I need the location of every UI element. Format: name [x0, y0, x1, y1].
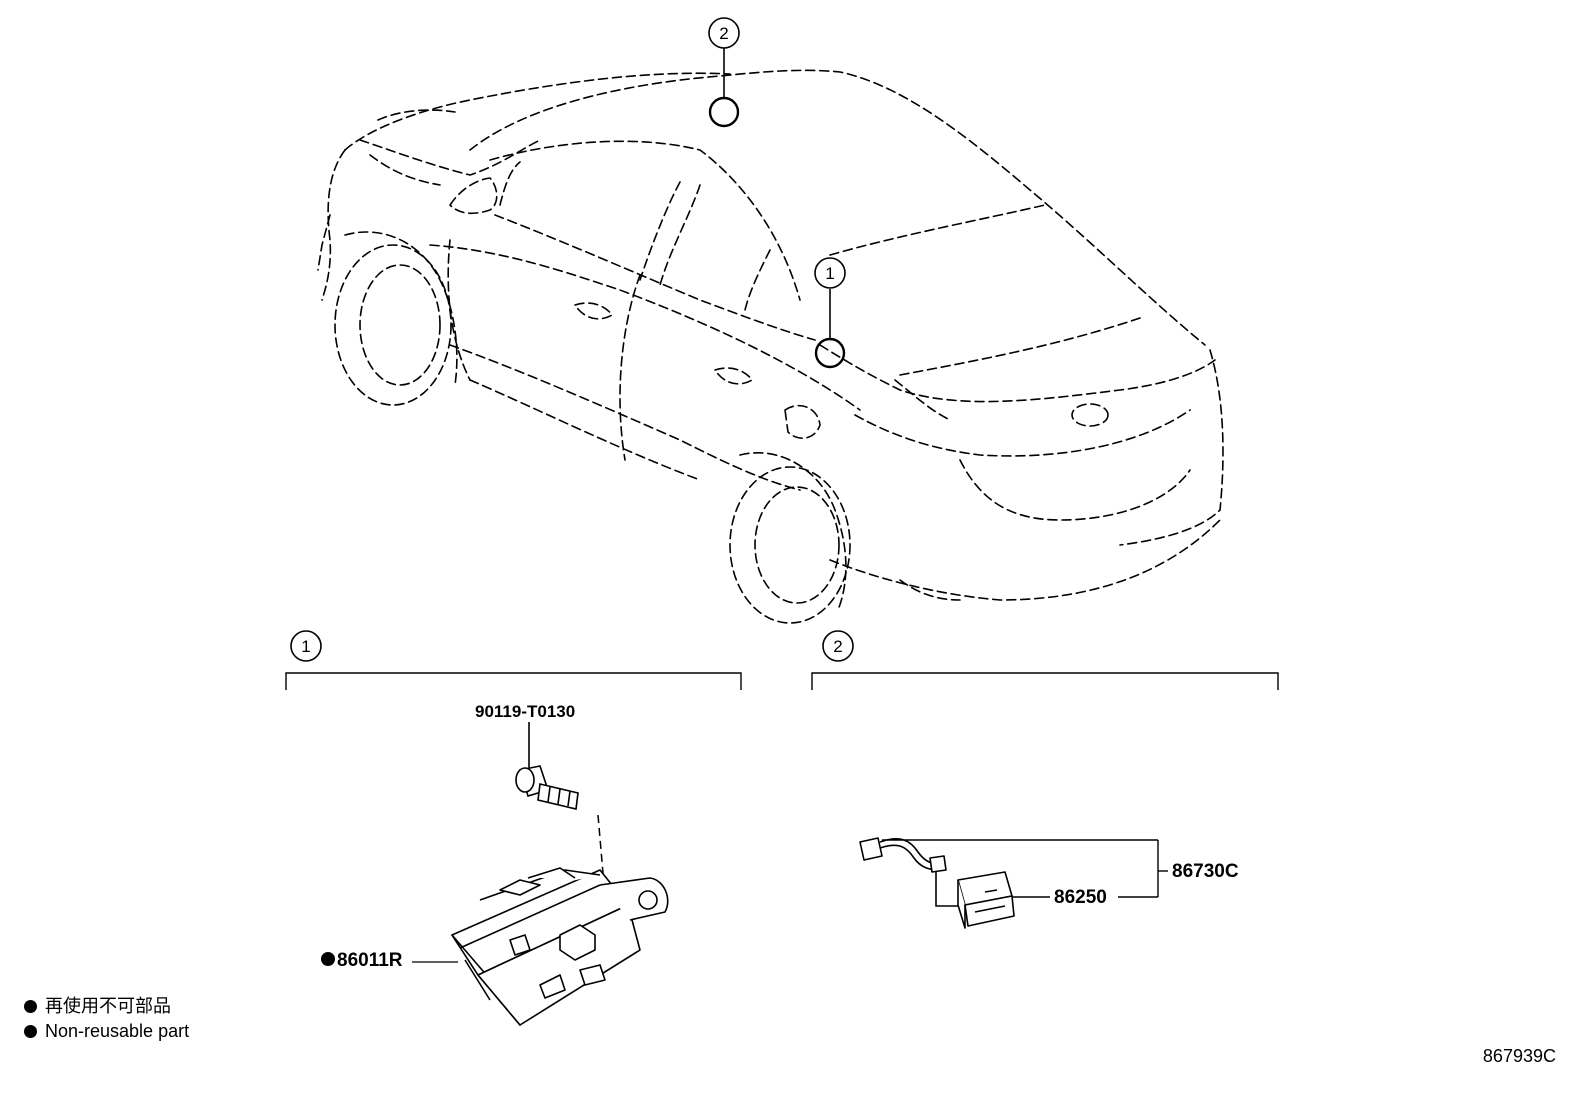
section-1-callout-label: 1 [301, 637, 310, 656]
callout-2-top: 2 [708, 17, 740, 49]
car-illustration [317, 69, 1224, 624]
legend-english-text: Non-reusable part [45, 1021, 190, 1041]
location-marker-1 [814, 337, 846, 369]
callout-2-top-label: 2 [719, 24, 728, 43]
diagram-id: 867939C [1482, 1046, 1556, 1066]
part-label-module: 86011R [337, 950, 403, 971]
bolt-illustration [515, 722, 579, 810]
legend-japanese: 再使用不可部品 [24, 994, 171, 1018]
wire-harness-illustration [859, 837, 1015, 929]
part-label-unit: 86250 [1054, 887, 1107, 908]
part-label-wire-assembly: 86730C [1172, 861, 1239, 882]
callout-1-top: 1 [814, 257, 846, 289]
module-illustration [451, 867, 669, 1026]
part-label-bolt: 90119-T0130 [475, 702, 575, 721]
legend-japanese-text: 再使用不可部品 [45, 996, 171, 1016]
location-marker-2 [708, 96, 740, 128]
section-2-callout-label: 2 [833, 637, 842, 656]
legend-english: Non-reusable part [24, 1019, 189, 1043]
legend-dot-icon [24, 1000, 37, 1013]
section-1-header: 1 [285, 630, 742, 690]
non-reusable-dot [321, 952, 335, 966]
section-2-header: 2 [811, 630, 1279, 690]
callout-1-top-label: 1 [825, 264, 834, 283]
legend-dot-icon [24, 1025, 37, 1038]
part-bracket-lines [882, 839, 1168, 898]
